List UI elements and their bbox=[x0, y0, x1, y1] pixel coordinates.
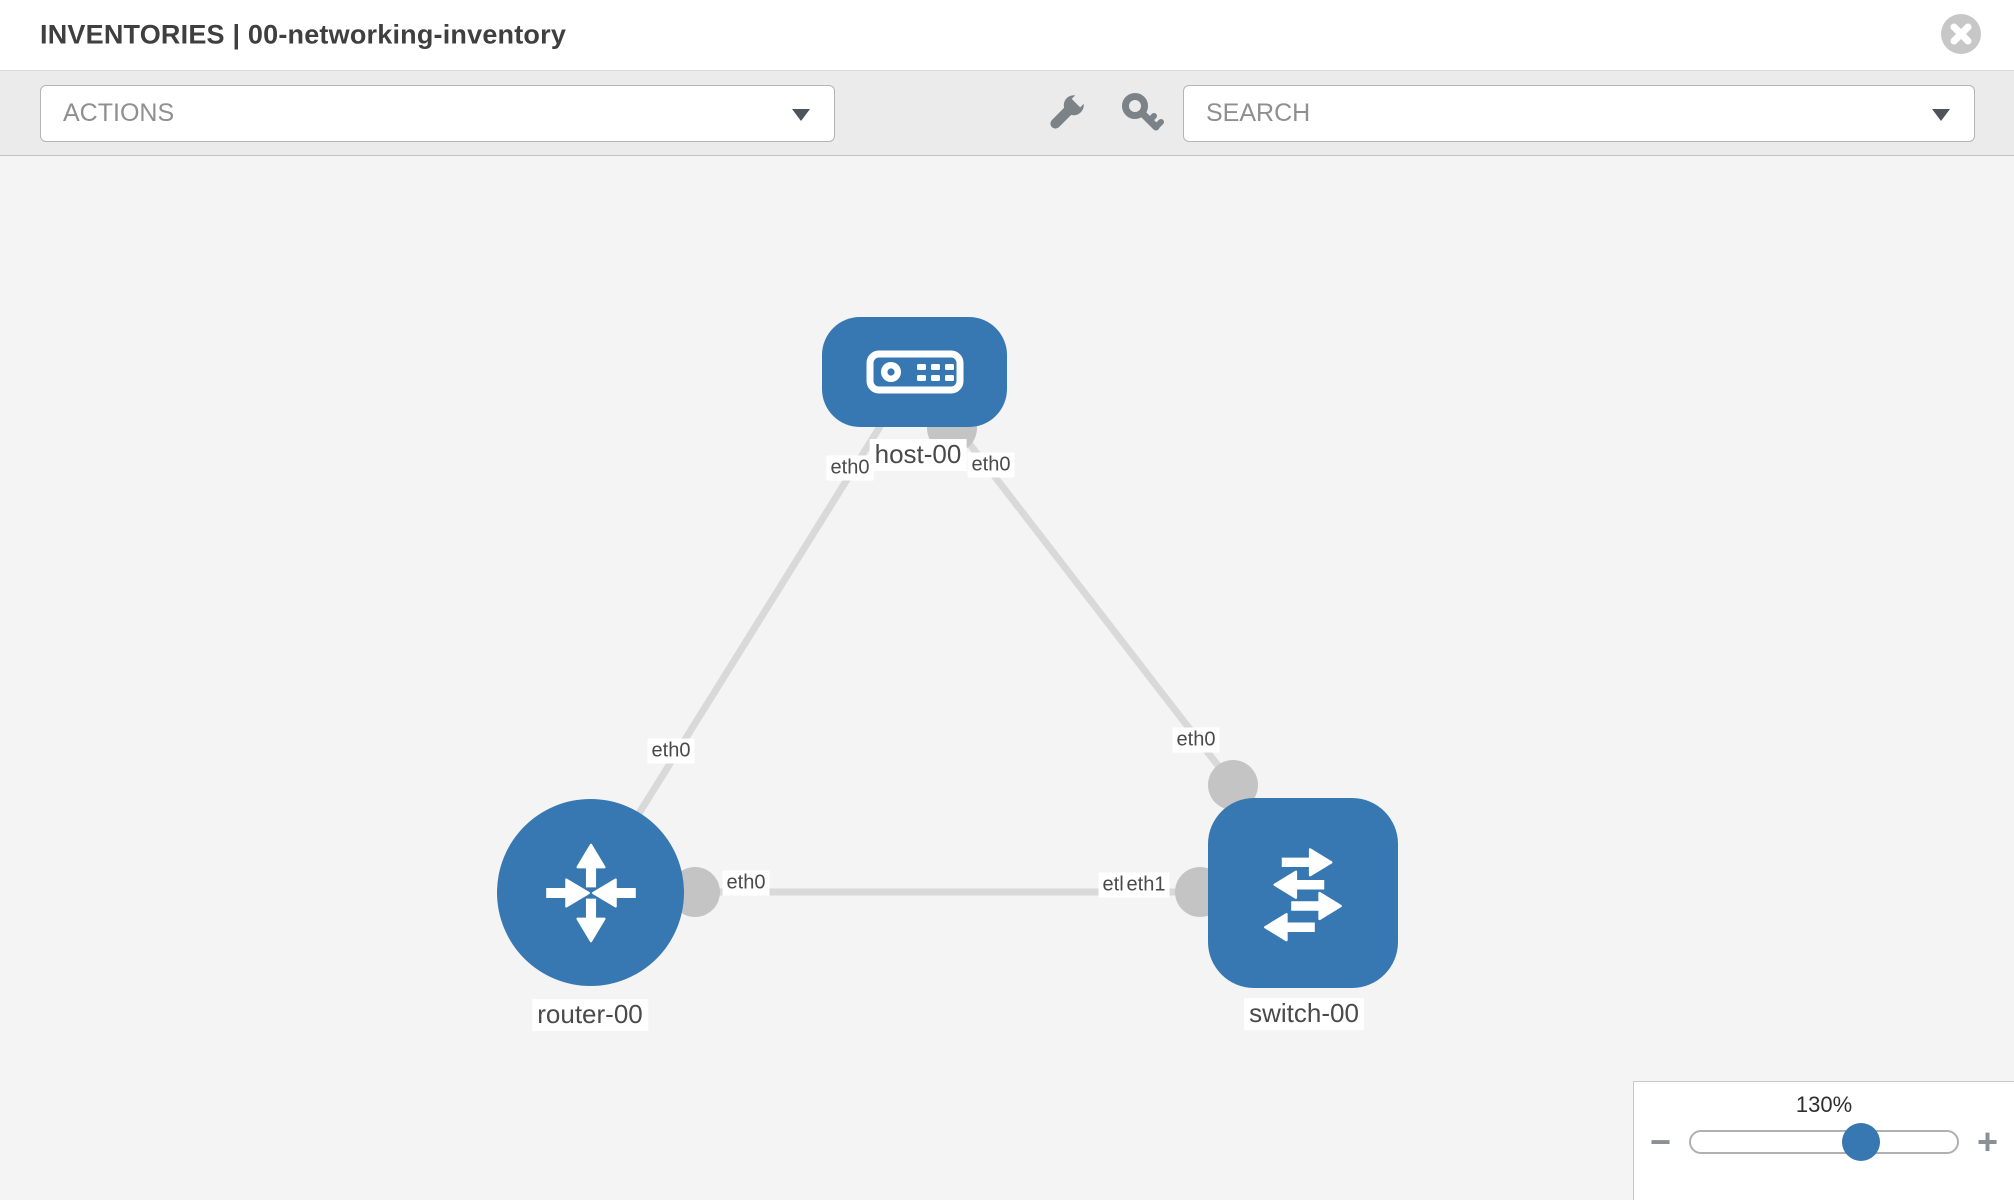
server-icon bbox=[866, 350, 963, 394]
node-label-switch: switch-00 bbox=[1244, 998, 1364, 1030]
zoom-in-button[interactable]: + bbox=[1976, 1121, 1998, 1162]
wrench-icon[interactable] bbox=[1044, 91, 1088, 135]
close-icon bbox=[1950, 23, 1972, 45]
page-header: INVENTORIES | 00-networking-inventory bbox=[0, 0, 2014, 70]
node-router-00[interactable] bbox=[497, 799, 684, 986]
caret-down-icon bbox=[1932, 108, 1950, 121]
zoom-slider[interactable] bbox=[1689, 1123, 1959, 1161]
actions-dropdown[interactable]: ACTIONS bbox=[40, 85, 835, 142]
node-host-00[interactable] bbox=[822, 317, 1007, 427]
caret-down-icon bbox=[792, 108, 810, 121]
toolbar: ACTIONS SEARCH bbox=[0, 70, 2014, 156]
search-placeholder: SEARCH bbox=[1206, 99, 1311, 127]
interface-label: eth0 bbox=[1172, 727, 1220, 753]
interface-label: eth0 bbox=[826, 455, 874, 481]
interface-label: eth0 bbox=[647, 738, 695, 764]
zoom-slider-thumb[interactable] bbox=[1842, 1123, 1881, 1161]
topology-canvas[interactable]: eth0 eth0 eth0 eth0 eth0 eth0 eth1 host-… bbox=[0, 156, 2014, 1200]
interface-label: eth1 bbox=[1122, 872, 1170, 898]
actions-dropdown-label: ACTIONS bbox=[63, 99, 175, 127]
zoom-panel: 130% − + bbox=[1633, 1081, 2014, 1200]
zoom-out-button[interactable]: − bbox=[1650, 1121, 1672, 1162]
router-arrows-icon bbox=[545, 843, 636, 942]
search-dropdown[interactable]: SEARCH bbox=[1183, 85, 1975, 142]
page-title: INVENTORIES | 00-networking-inventory bbox=[40, 19, 567, 50]
close-button[interactable] bbox=[1941, 14, 1981, 54]
port-circle-switch-top[interactable] bbox=[1208, 760, 1258, 810]
node-label-router: router-00 bbox=[532, 999, 648, 1031]
topology-links-layer bbox=[587, 369, 1303, 917]
interface-label: eth0 bbox=[967, 452, 1015, 478]
interface-label: eth0 bbox=[722, 870, 770, 896]
switch-arrows-icon bbox=[1264, 848, 1342, 942]
toolbar-tools bbox=[1044, 71, 1164, 155]
zoom-level-value: 130% bbox=[1795, 1092, 1853, 1117]
node-switch-00[interactable] bbox=[1208, 798, 1398, 988]
node-label-host: host-00 bbox=[869, 439, 967, 471]
key-icon[interactable] bbox=[1120, 91, 1164, 135]
